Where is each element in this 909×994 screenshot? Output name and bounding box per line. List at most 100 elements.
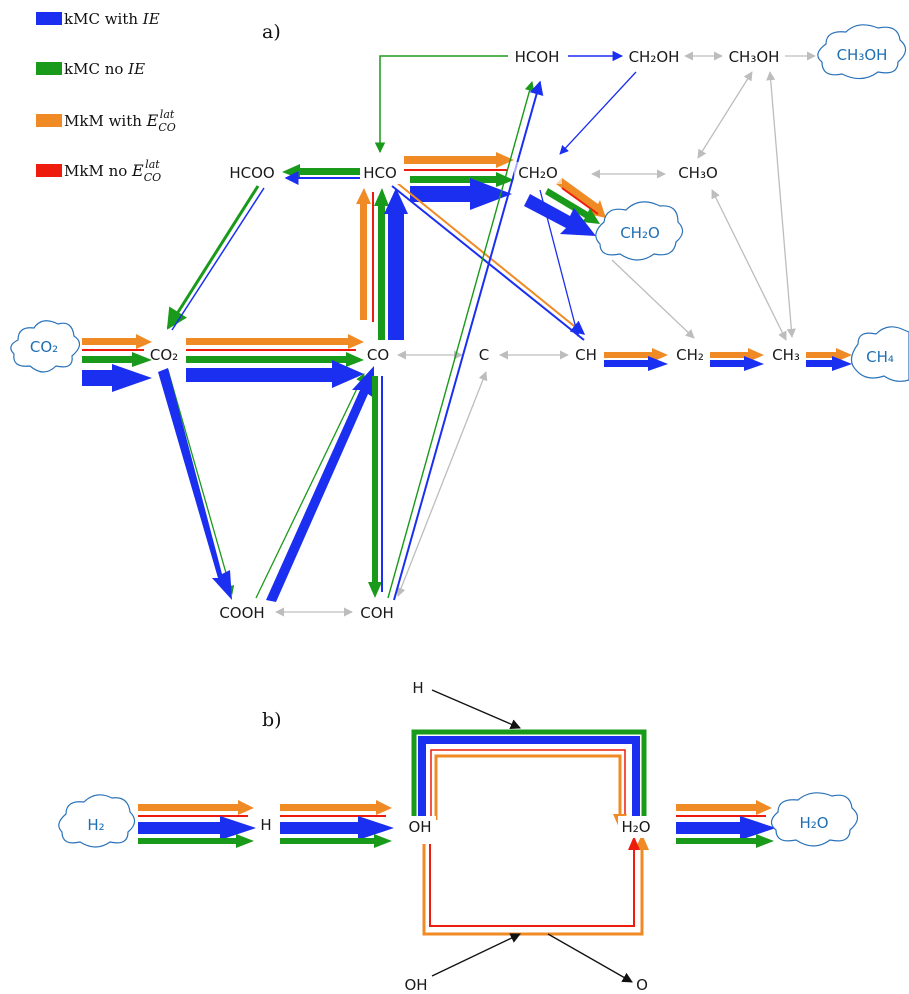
flux-arrow-green (166, 185, 260, 330)
flux-arrow-blue (806, 356, 852, 371)
cloud-co2-gas: CO₂ (10, 320, 81, 373)
flux-arrow-green (676, 834, 774, 848)
flux-loop-red (429, 844, 635, 927)
gray-arrow (396, 371, 488, 597)
node-ch3o: CH₃O (678, 164, 718, 182)
node-cooh: COOH (219, 604, 264, 622)
panel-a-label: a) (262, 21, 281, 43)
flux-loop-red (430, 749, 626, 820)
flux-arrow-green (374, 55, 510, 154)
legend-label-italic: E (146, 111, 159, 130)
node-hco: HCO (363, 164, 397, 182)
legend-label-sub: CO (158, 121, 175, 134)
flux-arrow-blue (710, 356, 764, 371)
legend-label: kMC with (64, 10, 143, 28)
svg-text:CH₂O: CH₂O (620, 224, 660, 242)
flux-arrow-orange (186, 334, 364, 349)
flux-arrow-blue (280, 816, 394, 840)
flux-arrow-green (280, 834, 392, 848)
flux-loop-green (411, 729, 647, 826)
node-coh: COH (360, 604, 394, 622)
legend-label-italic: IE (142, 10, 160, 28)
node-h: H (260, 816, 271, 834)
legend-label-sup: lat (160, 108, 175, 121)
flux-arrow-green (186, 352, 364, 367)
arrow-oh-in (431, 933, 521, 977)
flux-arrow-green (545, 188, 600, 224)
node-co: CO (367, 346, 389, 364)
svg-text:H₂: H₂ (87, 816, 104, 834)
arrow-o-out (547, 933, 633, 983)
gray-arrow (697, 71, 753, 159)
flux-arrow-blue (82, 364, 152, 392)
panel-b-label: b) (262, 709, 282, 731)
flux-arrow-green (138, 834, 254, 848)
flux-arrow-green (282, 164, 360, 179)
flux-arrow-blue (384, 188, 408, 340)
legend-swatch-blue (36, 12, 62, 25)
legend-swatch-green (36, 62, 62, 75)
legend-label: MkM with (64, 112, 147, 130)
cloud-ch4-gas: CH₄ (850, 326, 909, 382)
species-nodes-panel-a: HCOH CH₂OH CH₃OH HCOO HCO CH₂O CH₃O CO₂ … (150, 46, 800, 622)
svg-text:MkM with ECOlat: MkM with ECOlat (64, 108, 176, 134)
svg-text:MkM no ECOlat: MkM no ECOlat (64, 158, 161, 184)
legend-label-italic: E (131, 161, 144, 180)
flux-arrow-blue (138, 816, 256, 840)
svg-text:CO₂: CO₂ (30, 338, 58, 356)
svg-text:CH₄: CH₄ (866, 348, 894, 366)
svg-text:H₂O: H₂O (799, 814, 828, 832)
flux-arrow-orange (356, 188, 371, 320)
legend-swatch-orange (36, 114, 62, 127)
flux-arrow-blue (524, 194, 596, 236)
flux-arrow-orange (404, 152, 514, 168)
gray-arrow (611, 259, 695, 339)
flux-arrow-blue (186, 360, 364, 388)
node-oh: OH (408, 818, 431, 836)
gray-arrow (711, 189, 787, 341)
flux-arrow-green (387, 81, 535, 599)
gray-arrow (766, 71, 796, 338)
legend: kMC with IE kMC no IE MkM with ECOlat Mk… (36, 10, 176, 184)
node-h2o: H₂O (621, 818, 650, 836)
flux-arrow-orange (138, 800, 254, 815)
flux-loop-blue (418, 736, 640, 822)
flux-arrow-blue (171, 187, 265, 331)
flux-arrow-green (167, 369, 235, 595)
node-ch: CH (575, 346, 597, 364)
legend-label-sub: CO (144, 171, 161, 184)
legend-label-italic: IE (127, 60, 145, 78)
flux-arrow-blue (158, 368, 232, 600)
flux-arrow-orange (82, 334, 152, 349)
flux-arrow-green (410, 172, 514, 187)
node-ch2o: CH₂O (518, 164, 558, 182)
node-ch2: CH₂ (676, 346, 704, 364)
flux-arrow-green (374, 188, 389, 340)
node-h-top: H (412, 679, 423, 697)
legend-item-mkm-with-elat: MkM with ECOlat (36, 108, 176, 134)
node-oh-bottom: OH (404, 976, 427, 994)
gas-clouds-panel-a: CO₂ CH₃OH CH₂O CH₄ (10, 24, 909, 382)
gas-clouds-panel-b: H₂ H₂O (58, 792, 859, 848)
legend-label-sup: lat (145, 158, 160, 171)
node-ch3oh: CH₃OH (729, 48, 780, 66)
node-hcoh: HCOH (515, 48, 560, 66)
flux-arrow-orange (710, 348, 764, 362)
flux-arrow-orange (806, 348, 852, 362)
arrow-h-in (431, 689, 521, 730)
svg-text:kMC with IE: kMC with IE (64, 10, 160, 28)
flux-arrow-blue (410, 178, 512, 210)
flux-arrows-panel-b (138, 689, 776, 983)
flux-arrow-blue (559, 71, 637, 155)
flux-arrow-green (82, 352, 152, 367)
cloud-ch2o-gas: CH₂O (595, 201, 684, 261)
svg-text:kMC no IE: kMC no IE (64, 60, 145, 78)
legend-item-mkm-no-elat: MkM no ECOlat (36, 158, 161, 184)
flux-arrow-orange (676, 800, 772, 815)
node-c: C (479, 346, 489, 364)
flux-arrow-orange (280, 800, 392, 815)
cloud-h2o-gas: H₂O (770, 792, 859, 847)
flux-loop-orange (422, 844, 644, 936)
node-ch3: CH₃ (772, 346, 800, 364)
